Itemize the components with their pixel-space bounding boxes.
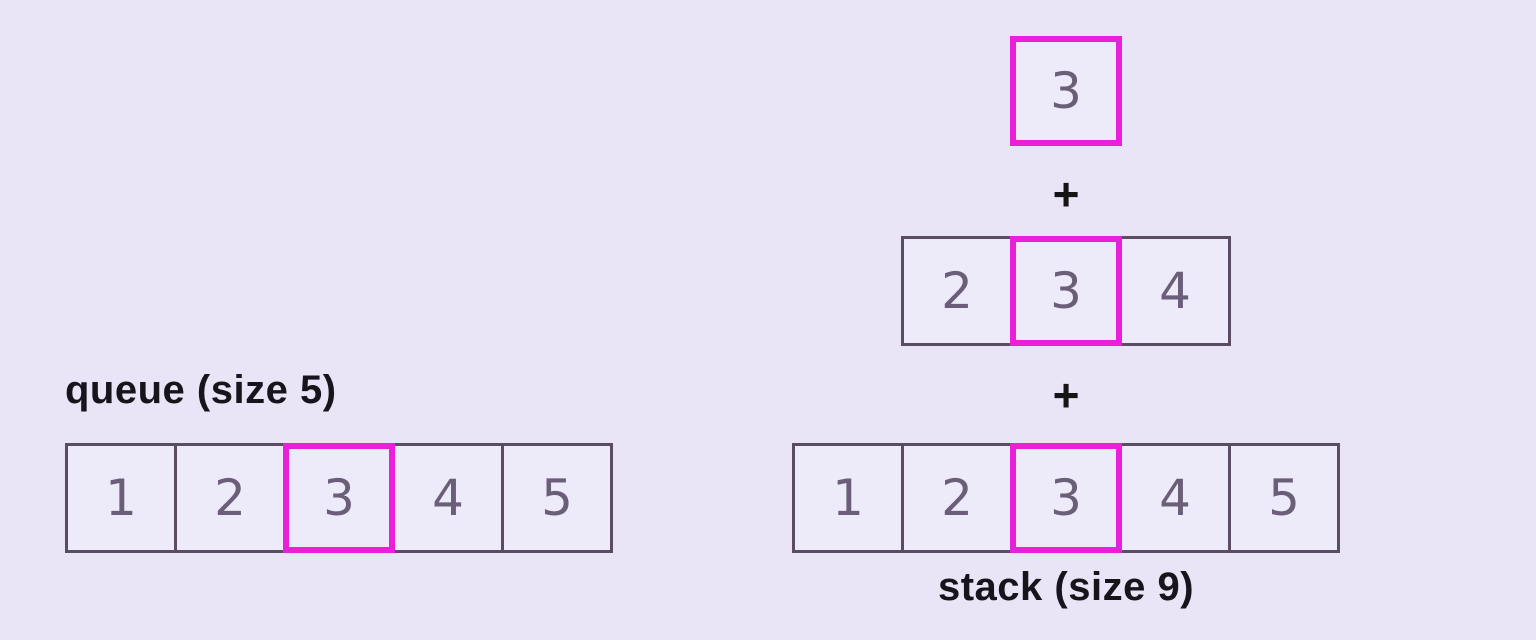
queue-row: 1 2 3 4 5 (65, 443, 613, 553)
stack-middle-cell-highlighted: 3 (1010, 236, 1122, 346)
cell-value: 3 (1050, 469, 1082, 527)
queue-cell: 1 (65, 443, 177, 553)
stack-row-bottom: 1 2 3 4 5 (792, 443, 1340, 553)
stack-bottom-cell: 4 (1119, 443, 1231, 553)
cell-value: 4 (1159, 262, 1191, 320)
cell-value: 4 (1159, 469, 1191, 527)
cell-value: 1 (105, 469, 137, 527)
stack-label: stack (size 9) (937, 565, 1195, 609)
stack-bottom-cell-highlighted: 3 (1010, 443, 1122, 553)
cell-value: 1 (832, 469, 864, 527)
cell-value: 3 (323, 469, 355, 527)
stack-bottom-cell: 1 (792, 443, 904, 553)
plus-operator-2: + (1052, 369, 1080, 421)
queue-label: queue (size 5) (65, 368, 337, 412)
queue-cell-highlighted: 3 (283, 443, 395, 553)
queue-cell: 4 (392, 443, 504, 553)
stack-middle-cell: 4 (1119, 236, 1231, 346)
stack-bottom-cell: 5 (1228, 443, 1340, 553)
cell-value: 5 (1268, 469, 1300, 527)
stack-row-middle: 2 3 4 (901, 236, 1231, 346)
stack-top-cell-highlighted: 3 (1010, 36, 1122, 146)
plus-operator-1: + (1052, 168, 1080, 220)
cell-value: 3 (1050, 262, 1082, 320)
cell-value: 5 (541, 469, 573, 527)
stack-row-top: 3 (1010, 36, 1122, 146)
cell-value: 4 (432, 469, 464, 527)
cell-value: 3 (1050, 62, 1082, 120)
stack-middle-cell: 2 (901, 236, 1013, 346)
cell-value: 2 (941, 262, 973, 320)
cell-value: 2 (941, 469, 973, 527)
cell-value: 2 (214, 469, 246, 527)
stack-bottom-cell: 2 (901, 443, 1013, 553)
queue-diagram: queue (size 5) 1 2 3 4 5 (65, 369, 613, 553)
queue-cell: 5 (501, 443, 613, 553)
